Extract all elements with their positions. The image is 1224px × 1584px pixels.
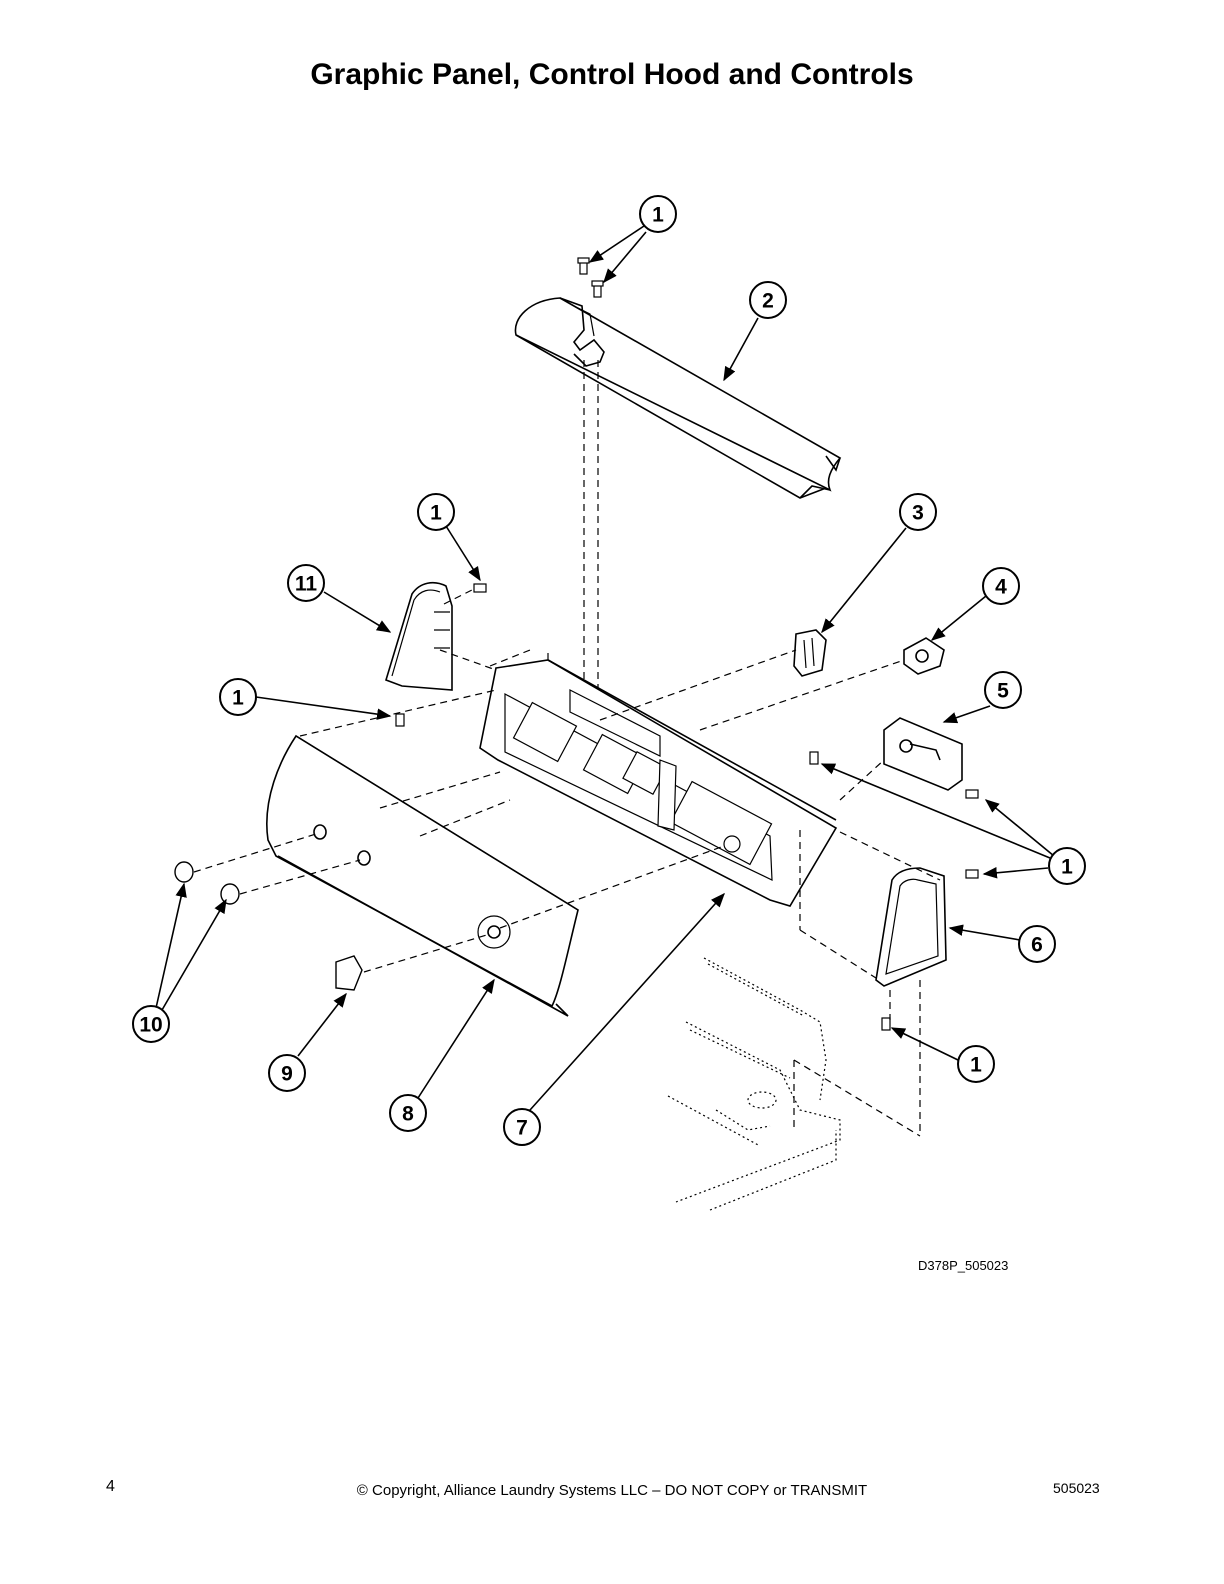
page-number: 4 bbox=[106, 1478, 115, 1495]
callout-label: 11 bbox=[295, 573, 318, 596]
hood-alignment-lines bbox=[583, 360, 599, 700]
callout-6 bbox=[1018, 925, 1056, 963]
drawing-code: D378P_505023 bbox=[918, 1258, 1009, 1273]
callout-label: 9 bbox=[281, 1063, 293, 1086]
callout-label: 1 bbox=[1061, 856, 1073, 879]
callout-5 bbox=[984, 671, 1022, 709]
callout-label: 10 bbox=[139, 1014, 162, 1037]
callout-3 bbox=[899, 493, 937, 531]
callout-label: 6 bbox=[1031, 934, 1043, 957]
timer-part bbox=[883, 717, 963, 791]
document-number: 505023 bbox=[1053, 1480, 1100, 1496]
copyright-notice: © Copyright, Alliance Laundry Systems LL… bbox=[356, 1482, 868, 1499]
switch-part bbox=[793, 629, 827, 677]
callout-8 bbox=[389, 1094, 427, 1132]
callout-label: 5 bbox=[997, 680, 1009, 703]
callout-9 bbox=[268, 1054, 306, 1092]
callout-circles bbox=[132, 195, 1086, 1146]
callout-7 bbox=[503, 1108, 541, 1146]
hood-screw-icon bbox=[577, 257, 604, 298]
screw-icon bbox=[395, 583, 979, 1031]
left-end-cap-part bbox=[385, 581, 453, 691]
selector-switch-part bbox=[903, 637, 945, 675]
callout-label: 3 bbox=[912, 502, 924, 525]
callout-label: 1 bbox=[232, 687, 244, 710]
knob-icon bbox=[174, 861, 363, 991]
callout-11 bbox=[287, 564, 325, 602]
graphic-panel-part bbox=[266, 734, 579, 1017]
assembly-lines bbox=[193, 587, 941, 1137]
control-panel-part bbox=[479, 659, 838, 907]
right-end-cap-part bbox=[875, 867, 947, 987]
page-title: Graphic Panel, Control Hood and Controls bbox=[310, 58, 914, 91]
callout-1 bbox=[219, 678, 257, 716]
callout-1 bbox=[639, 195, 677, 233]
callout-1 bbox=[1048, 847, 1086, 885]
callout-label: 4 bbox=[995, 576, 1007, 599]
control-hood-part bbox=[514, 297, 842, 499]
callout-labels: 1 2 1 3 11 4 1 5 1 6 10 1 9 8 7 bbox=[139, 204, 1073, 1140]
callout-10 bbox=[132, 1005, 170, 1043]
callout-1 bbox=[957, 1045, 995, 1083]
callout-label: 1 bbox=[652, 204, 664, 227]
callout-leaders bbox=[155, 225, 1055, 1111]
cabinet-outline bbox=[667, 957, 841, 1211]
callout-label: 1 bbox=[970, 1054, 982, 1077]
callout-2 bbox=[749, 281, 787, 319]
callout-1 bbox=[417, 493, 455, 531]
callout-4 bbox=[982, 567, 1020, 605]
callout-label: 1 bbox=[430, 502, 442, 525]
callout-label: 8 bbox=[402, 1103, 414, 1126]
callout-label: 7 bbox=[516, 1117, 528, 1140]
callout-label: 2 bbox=[762, 290, 774, 313]
